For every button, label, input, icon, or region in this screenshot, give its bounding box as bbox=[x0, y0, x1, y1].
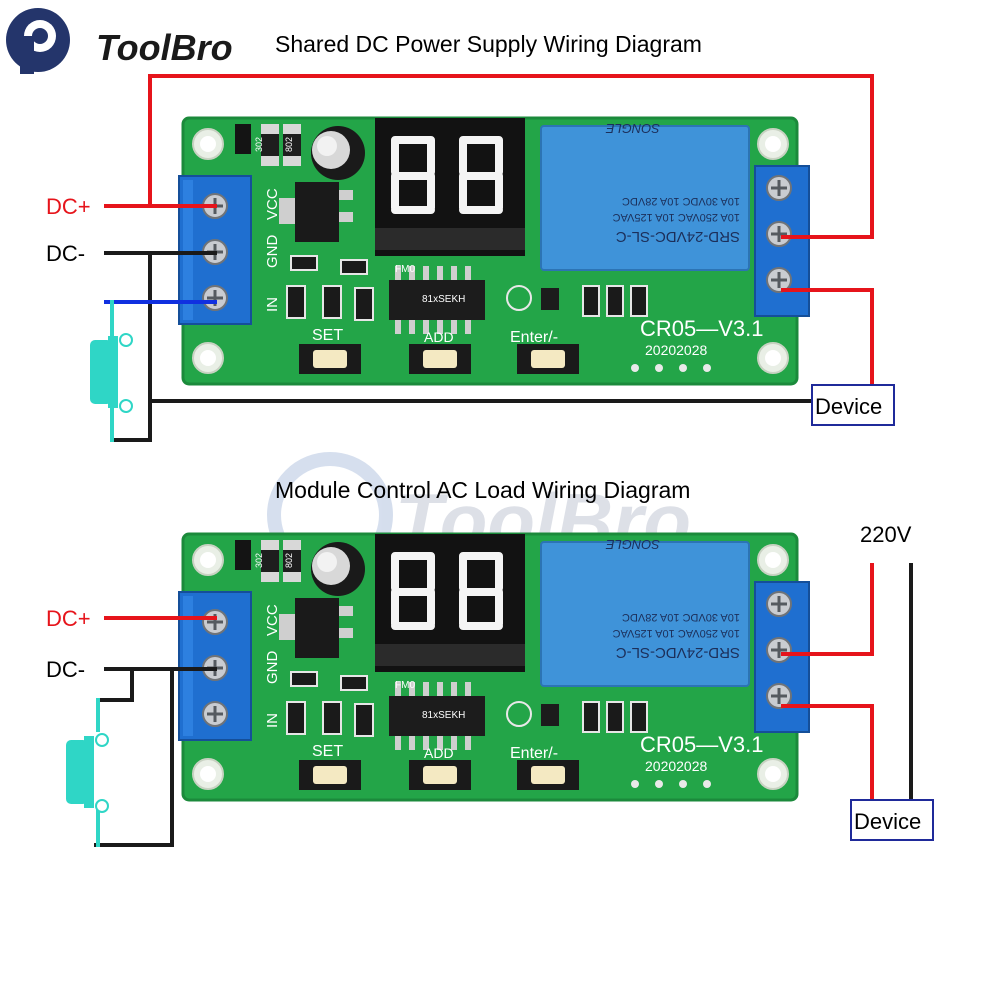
bottom-relay-rating-1: 10A 250VAC 10A 125VAC bbox=[613, 627, 740, 639]
top-diagram: Shared DC Power Supply Wiring Diagram VC… bbox=[46, 31, 895, 442]
top-dc-minus-label: DC- bbox=[46, 241, 85, 266]
top-device-label: Device bbox=[815, 394, 882, 419]
bottom-wire-ac-line bbox=[781, 563, 874, 656]
bottom-diagram: Module Control AC Load Wiring Diagram VC… bbox=[46, 477, 934, 847]
top-chip-1: FM0 bbox=[395, 264, 415, 275]
toolbro-logo-icon bbox=[6, 8, 70, 74]
top-resistor-2: 802 bbox=[284, 137, 294, 152]
top-wires bbox=[104, 74, 874, 442]
top-pin-in: IN bbox=[264, 297, 281, 312]
top-relay-brand: SONGLE bbox=[605, 121, 660, 136]
bottom-btn-set: SET bbox=[312, 743, 343, 760]
bottom-wires bbox=[94, 563, 913, 847]
bottom-wire-device-out bbox=[781, 704, 874, 802]
bottom-resistor-2: 802 bbox=[284, 553, 294, 568]
top-btn-set: SET bbox=[312, 327, 343, 344]
brand-name: ToolBro bbox=[96, 27, 233, 68]
top-chip-2: 81xSEKH bbox=[422, 294, 465, 305]
bottom-device-label: Device bbox=[854, 809, 921, 834]
top-relay-rating-2: 10A 30VDC 10A 28VDC bbox=[622, 195, 740, 207]
bottom-date: 20202028 bbox=[645, 758, 708, 774]
top-device-box bbox=[811, 384, 895, 426]
top-btn-enter: Enter/- bbox=[510, 329, 558, 346]
bottom-wire-minus-return bbox=[94, 667, 174, 847]
top-board-labels: VCC GND IN SET ADD Enter/- CR05—V3.1 202… bbox=[254, 121, 764, 358]
bottom-relay-brand: SONGLE bbox=[605, 537, 660, 552]
top-date: 20202028 bbox=[645, 342, 708, 358]
bottom-dc-plus-label: DC+ bbox=[46, 606, 91, 631]
bottom-pin-vcc: VCC bbox=[264, 604, 281, 636]
bottom-pin-gnd: GND bbox=[264, 651, 281, 685]
top-pin-gnd: GND bbox=[264, 235, 281, 269]
bottom-btn-enter: Enter/- bbox=[510, 745, 558, 762]
bottom-voltage-label: 220V bbox=[860, 522, 912, 547]
bottom-relay-rating-2: 10A 30VDC 10A 28VDC bbox=[622, 611, 740, 623]
top-relay-model: SRD-24VDC-SL-C bbox=[616, 228, 740, 245]
top-wire-device-out bbox=[781, 288, 874, 386]
bottom-pin-in: IN bbox=[264, 713, 281, 728]
bottom-chip-1: FM0 bbox=[395, 680, 415, 691]
top-title: Shared DC Power Supply Wiring Diagram bbox=[275, 31, 702, 57]
bottom-push-button-icon bbox=[65, 733, 109, 813]
bottom-device-box bbox=[850, 799, 934, 841]
bottom-board-labels: VCC GND IN SET ADD Enter/- CR05—V3.1 202… bbox=[254, 537, 764, 774]
bottom-dc-minus-label: DC- bbox=[46, 657, 85, 682]
top-dc-plus-label: DC+ bbox=[46, 194, 91, 219]
top-wire-gnd-return bbox=[110, 251, 152, 442]
bottom-relay-model: SRD-24VDC-SL-C bbox=[616, 644, 740, 661]
bottom-title: Module Control AC Load Wiring Diagram bbox=[275, 477, 690, 503]
top-model: CR05—V3.1 bbox=[640, 316, 764, 341]
top-resistor-1: 302 bbox=[254, 137, 264, 152]
brand: ToolBro bbox=[6, 8, 233, 74]
bottom-model: CR05—V3.1 bbox=[640, 732, 764, 757]
bottom-resistor-1: 302 bbox=[254, 553, 264, 568]
bottom-wire-minus-switch bbox=[98, 667, 134, 702]
top-push-button-icon bbox=[89, 333, 133, 413]
top-pin-vcc: VCC bbox=[264, 188, 281, 220]
bottom-chip-2: 81xSEKH bbox=[422, 710, 465, 721]
top-btn-add: ADD bbox=[424, 329, 454, 345]
bottom-btn-add: ADD bbox=[424, 745, 454, 761]
top-relay-rating-1: 10A 250VAC 10A 125VAC bbox=[613, 211, 740, 223]
